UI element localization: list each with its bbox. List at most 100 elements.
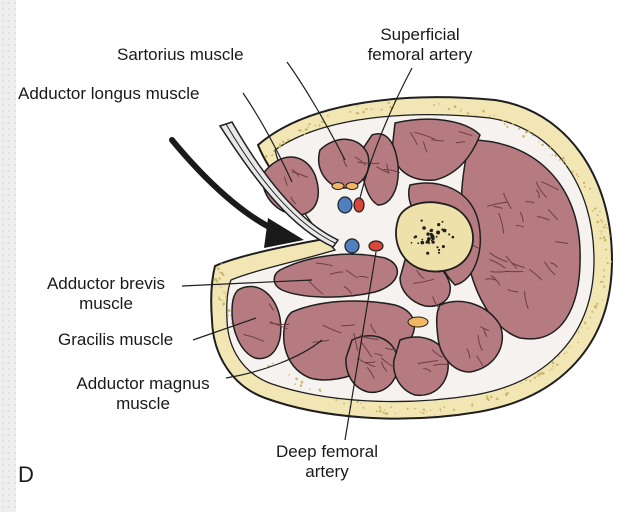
fat-dot	[559, 159, 561, 161]
fat-dot	[300, 384, 303, 387]
fat-dot	[356, 112, 358, 114]
marrow-speck	[427, 237, 431, 241]
fat-dot	[288, 374, 289, 375]
fat-dot	[271, 155, 273, 157]
fat-dot	[604, 239, 607, 242]
fat-dot	[407, 408, 409, 410]
fat-dot	[564, 353, 566, 355]
fat-dot	[302, 130, 303, 131]
fat-dot	[444, 407, 446, 409]
marrow-speck	[438, 249, 440, 251]
marrow-speck	[421, 239, 423, 241]
fat-dot	[219, 230, 222, 233]
fat-dot	[504, 389, 505, 390]
fat-dot	[538, 373, 541, 376]
fat-dot	[349, 111, 351, 113]
fat-dot	[219, 285, 220, 286]
marrow-speck	[452, 236, 455, 239]
label-adductor-brevis-muscle: Adductor brevis muscle	[28, 274, 184, 314]
superficial-femoral-vein	[338, 197, 352, 213]
label-deep-femoral-line1: Deep femoral	[265, 442, 389, 462]
fat-dot	[603, 276, 605, 278]
fat-dot	[319, 390, 321, 392]
fat-dot	[589, 317, 591, 319]
fat-dot	[605, 224, 607, 226]
fat-dot	[551, 155, 553, 157]
fat-dot	[561, 160, 562, 161]
marrow-speck	[431, 234, 433, 236]
fat-dot	[512, 123, 514, 125]
marrow-speck	[430, 229, 433, 232]
fat-dot	[357, 401, 359, 403]
fat-dot	[576, 173, 578, 175]
fat-dot	[488, 399, 490, 401]
fat-dot	[272, 363, 274, 365]
marrow-speck	[426, 232, 429, 235]
fat-dot	[223, 291, 225, 293]
marrow-speck	[431, 240, 433, 242]
marrow-speck	[442, 221, 444, 223]
fat-dot	[434, 414, 435, 415]
fat-dot	[440, 411, 441, 412]
fat-dot	[599, 237, 601, 239]
fat-dot	[382, 412, 384, 414]
fat-dot	[217, 280, 219, 282]
fat-dot	[571, 171, 573, 173]
femoral-nerve-2	[346, 183, 358, 190]
fat-dot	[506, 126, 508, 128]
fat-dot	[600, 281, 602, 283]
fat-dot	[273, 150, 274, 151]
fat-dot	[583, 182, 585, 184]
fat-dot	[606, 258, 607, 259]
fat-dot	[552, 366, 554, 368]
fat-dot	[566, 352, 567, 353]
fat-dot	[505, 394, 507, 396]
fat-dot	[371, 108, 373, 110]
fat-dot	[433, 104, 435, 106]
fat-dot	[460, 111, 461, 112]
fat-dot	[214, 259, 217, 262]
fat-dot	[385, 412, 388, 415]
fat-dot	[319, 124, 321, 126]
fat-dot	[502, 120, 504, 122]
fat-dot	[490, 396, 492, 398]
fat-dot	[578, 176, 580, 178]
fat-dot	[216, 266, 218, 268]
fat-dot	[591, 311, 593, 313]
fat-dot	[467, 112, 469, 114]
fat-dot	[578, 331, 580, 333]
fat-dot	[226, 213, 228, 215]
fat-dot	[602, 221, 604, 223]
fat-dot	[529, 380, 531, 382]
fat-dot	[363, 407, 365, 409]
fat-dot	[414, 408, 415, 409]
fat-dot	[218, 277, 220, 279]
fat-dot	[602, 281, 604, 283]
fat-dot	[454, 105, 457, 108]
fat-dot	[607, 262, 609, 264]
fat-dot	[220, 299, 222, 301]
fat-dot	[555, 155, 557, 157]
fat-dot	[577, 342, 579, 344]
marrow-speck	[436, 246, 438, 248]
fat-dot	[225, 296, 227, 298]
fat-dot	[581, 327, 582, 328]
fat-dot	[227, 315, 229, 317]
deep-femoral-vein	[345, 239, 359, 253]
fat-dot	[381, 109, 383, 111]
fat-dot	[279, 143, 281, 145]
marrow-speck	[448, 233, 450, 235]
fat-dot	[453, 409, 455, 411]
fat-dot	[525, 379, 527, 381]
fat-dot	[596, 303, 598, 305]
fat-dot	[562, 157, 565, 160]
fat-dot	[362, 111, 365, 114]
fat-dot	[603, 236, 606, 239]
marrow-speck	[441, 229, 443, 231]
fat-dot	[486, 395, 488, 397]
fat-dot	[221, 272, 223, 274]
fat-dot	[489, 116, 490, 117]
label-adductor-brevis-line2: muscle	[28, 294, 184, 314]
fat-dot	[219, 245, 221, 247]
